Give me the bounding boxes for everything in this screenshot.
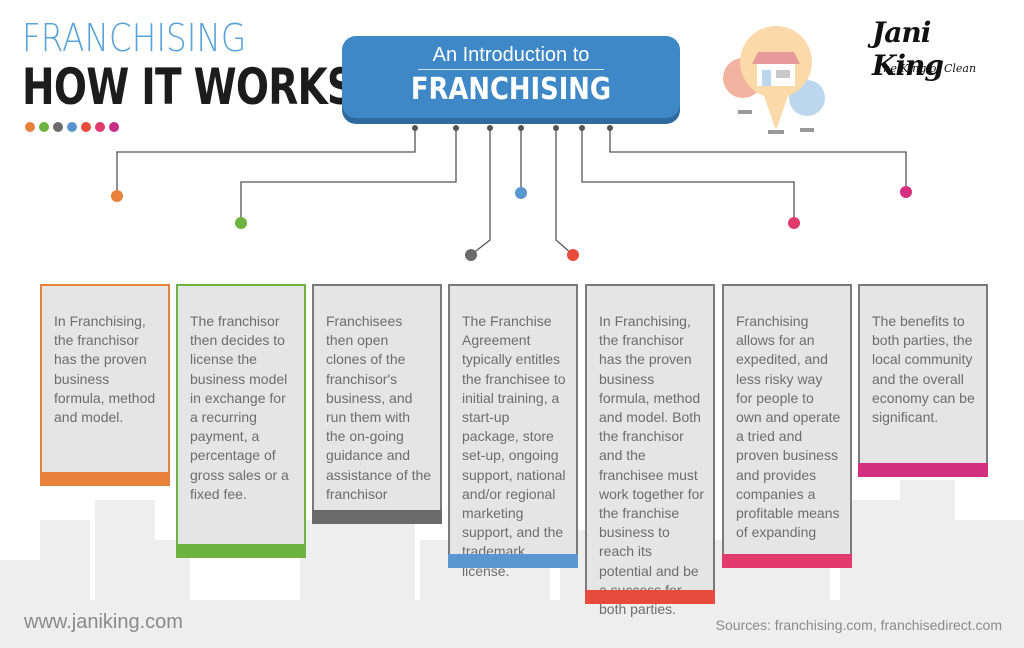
step-card-6: Franchising allows for an expedited, and… (722, 284, 852, 568)
accent-dot (109, 122, 119, 132)
step-card-text: Franchising allows for an expedited, and… (736, 313, 841, 541)
accent-dot (81, 122, 91, 132)
banner-subtitle: An Introduction to (432, 44, 590, 66)
connector-nodes (412, 125, 613, 131)
step-card-bar (176, 544, 306, 558)
step-card-2: The franchisor then decides to license t… (176, 284, 306, 558)
step-card-text: In Franchising, the franchisor has the p… (54, 313, 156, 426)
accent-dots (25, 122, 119, 132)
city-skyline (0, 480, 1024, 648)
storefront-illustration (723, 26, 825, 134)
banner-divider (418, 69, 604, 70)
intro-banner: An Introduction to FRANCHISING (342, 36, 680, 118)
title-how-it-works: HOW IT WORKS (22, 58, 355, 116)
sources-note: Sources: franchising.com, franchisedirec… (715, 617, 1002, 633)
step-card-bar (722, 554, 852, 568)
title-franchising: FRANCHISING (22, 16, 247, 60)
step-card-text: The benefits to both parties, the local … (872, 313, 975, 426)
step-card-text: In Franchising, the franchisor has the p… (599, 313, 705, 618)
step-card-bar (312, 510, 442, 524)
step-card-bar (858, 463, 988, 477)
accent-dot (39, 122, 49, 132)
step-card-3: Franchisees then open clones of the fran… (312, 284, 442, 524)
step-card-4: The Franchise Agreement typically entitl… (448, 284, 578, 579)
logo-tagline: The King of Clean (876, 62, 977, 75)
accent-dot (67, 122, 77, 132)
accent-dot (25, 122, 35, 132)
accent-dot (53, 122, 63, 132)
step-card-5: In Franchising, the franchisor has the p… (585, 284, 715, 617)
step-card-text: The Franchise Agreement typically entitl… (462, 313, 566, 579)
step-card-bar (585, 590, 715, 604)
logo-brand: Jani King (872, 16, 944, 82)
step-card-7: The benefits to both parties, the local … (858, 284, 988, 477)
step-card-bar (448, 554, 578, 568)
connector-endpoints (111, 186, 912, 261)
step-card-bar (40, 472, 170, 486)
connector-lines (116, 128, 907, 255)
jani-king-logo: Jani King The King of Clean (872, 16, 1002, 86)
step-card-text: The franchisor then decides to license t… (190, 313, 289, 502)
step-card-text: Franchisees then open clones of the fran… (326, 313, 432, 502)
website-link[interactable]: www.janiking.com (24, 611, 183, 633)
step-card-1: In Franchising, the franchisor has the p… (40, 284, 170, 486)
accent-dot (95, 122, 105, 132)
banner-title: FRANCHISING (410, 72, 612, 107)
